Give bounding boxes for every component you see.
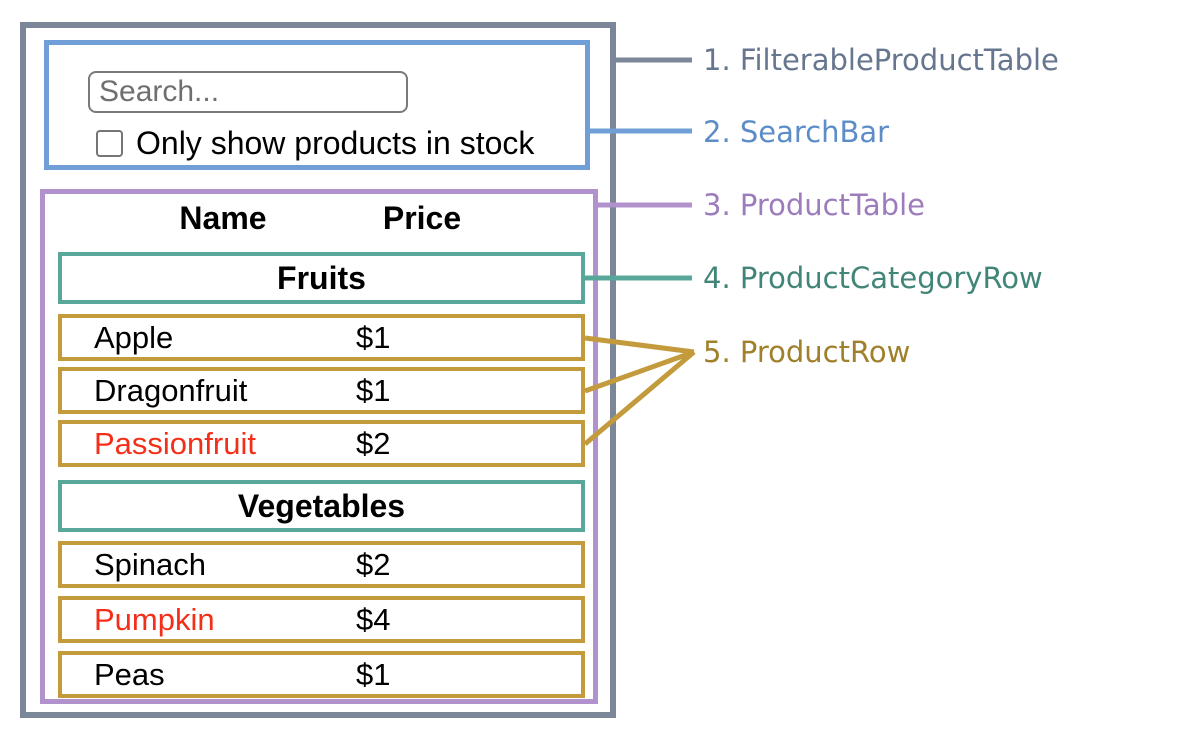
product-price: $2	[356, 546, 391, 582]
category-label: Vegetables	[237, 487, 406, 524]
product-price: $1	[356, 656, 391, 692]
legend-label-product-category-row: 4. ProductCategoryRow	[703, 261, 1043, 295]
in-stock-checkbox[interactable]	[96, 129, 123, 157]
product-price: $1	[356, 372, 391, 408]
product-name: Spinach	[94, 546, 207, 582]
product-category-row-fruits: Fruits	[58, 252, 585, 304]
product-row: Peas $1	[58, 651, 585, 698]
product-row: Passionfruit $2	[58, 420, 585, 467]
product-row: Apple $1	[58, 314, 585, 361]
legend-label-search-bar: 2. SearchBar	[703, 115, 890, 149]
product-name: Apple	[94, 319, 174, 355]
column-header-name: Name	[179, 200, 267, 236]
product-price: $1	[356, 319, 391, 355]
legend-label-product-table: 3. ProductTable	[703, 188, 925, 222]
category-label: Fruits	[277, 259, 366, 296]
product-name: Passionfruit	[94, 425, 256, 461]
in-stock-checkbox-label: Only show products in stock	[136, 124, 535, 161]
product-row: Pumpkin $4	[58, 596, 585, 643]
column-header-price: Price	[382, 200, 462, 236]
product-price: $4	[356, 601, 391, 637]
legend-label-product-row: 5. ProductRow	[703, 335, 911, 369]
product-name: Peas	[94, 656, 165, 692]
search-bar-box: Only show products in stock	[44, 40, 590, 170]
search-input[interactable]	[88, 71, 408, 113]
product-category-row-vegetables: Vegetables	[58, 480, 585, 532]
legend-label-filterable-product-table: 1. FilterableProductTable	[703, 43, 1059, 77]
product-price: $2	[356, 425, 391, 461]
product-name: Dragonfruit	[94, 372, 248, 408]
product-table-box: Name Price Fruits Apple $1 Dragonfruit $…	[40, 189, 598, 704]
in-stock-filter-row[interactable]: Only show products in stock	[96, 124, 535, 161]
product-name: Pumpkin	[94, 601, 215, 637]
product-row: Spinach $2	[58, 541, 585, 588]
product-row: Dragonfruit $1	[58, 367, 585, 414]
